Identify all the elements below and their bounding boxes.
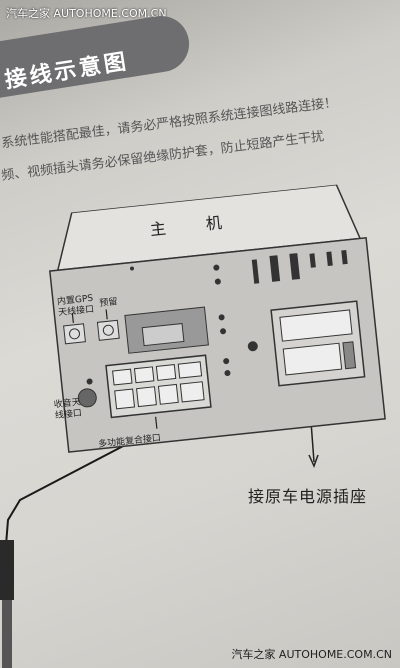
reserved-label: 预留	[99, 297, 118, 310]
power-connector-label: 接原车电源插座	[248, 487, 368, 506]
watermark-bottom: 汽车之家 AUTOHOME.COM.CN	[231, 648, 392, 661]
watermark-top: 汽车之家 AUTOHOME.COM.CN	[6, 7, 167, 20]
head-unit-diagram: 主机 内置GPS 天线接口 预留 收音天 线接口 多功能复合接口	[38, 180, 400, 454]
